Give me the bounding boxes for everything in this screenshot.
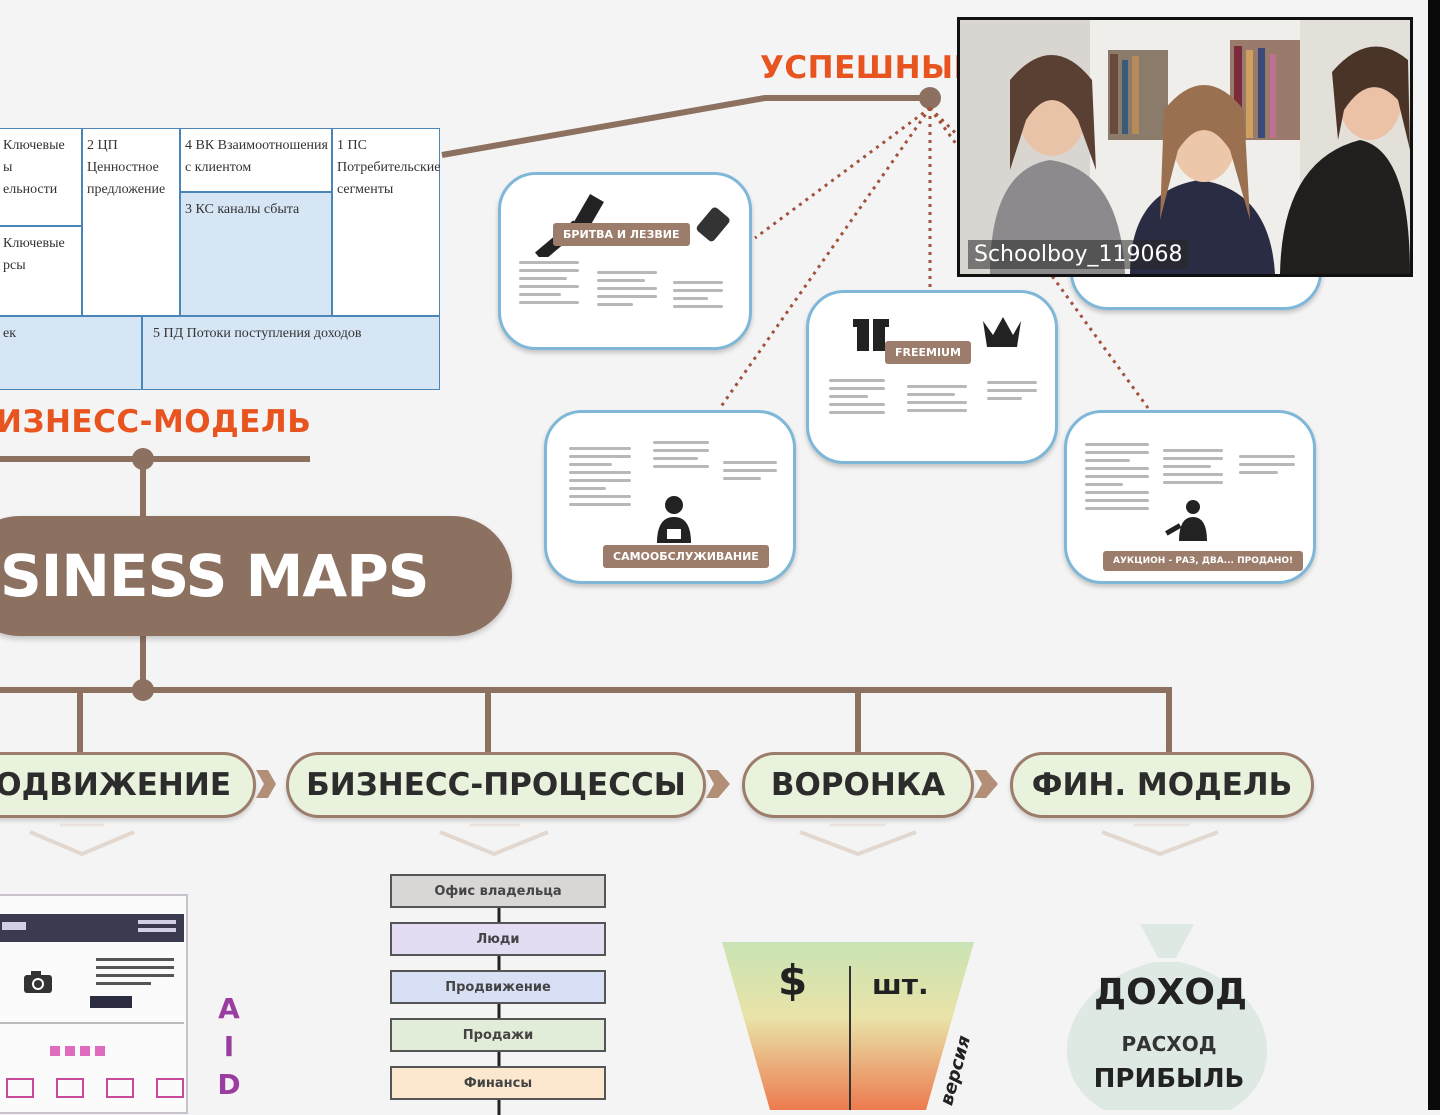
card-razor-blade[interactable]: БРИТВА И ЛЕЗВИЕ [498, 172, 752, 350]
process-promotion: Продвижение [390, 970, 606, 1004]
finance-income: ДОХОД [1094, 972, 1248, 1013]
person-at-desk-icon [657, 496, 691, 543]
razor-icon [534, 193, 730, 257]
stage-fin-model[interactable]: ФИН. МОДЕЛЬ [1010, 752, 1314, 818]
success-title: УСПЕШНЫЕ [760, 50, 976, 86]
card-tag: БРИТВА И ЛЕЗВИЕ [553, 223, 690, 246]
funnel-money-label: $ [778, 956, 808, 1005]
business-maps-banner: SINESS MAPS [0, 516, 512, 636]
webcam-video[interactable]: Schoolboy_119068 [957, 17, 1413, 277]
stage-business-processes[interactable]: БИЗНЕСС-ПРОЦЕССЫ [286, 752, 706, 818]
gift-crown-icon [853, 317, 1021, 351]
business-model-title: ИЗНЕСС-МОДЕЛЬ [0, 404, 312, 440]
finance-profit: ПРИБЫЛЬ [1093, 1064, 1245, 1094]
canvas-cell-customer-segments: 1 ПС Потребительские сегменты [332, 128, 440, 316]
webcam-scene [960, 20, 1410, 274]
stage-funnel[interactable]: ВОРОНКА [742, 752, 974, 818]
canvas-cell-revenue-streams: 5 ПД Потоки поступления доходов [142, 316, 440, 390]
process-owner-office: Офис владельца [390, 874, 606, 908]
auction-gavel-icon [1165, 500, 1207, 541]
canvas-cell-value-proposition: 2 ЦП Ценностное предложение [82, 128, 180, 316]
canvas-cell-key-resources: Ключевые рсы [0, 226, 82, 316]
webcam-username: Schoolboy_119068 [968, 240, 1189, 269]
canvas-cell-channels: 3 КС каналы сбыта [180, 192, 332, 316]
canvas-cell-costs: ек [0, 316, 142, 390]
landing-pager [50, 1046, 105, 1056]
landing-tiles [6, 1078, 184, 1098]
process-people: Люди [390, 922, 606, 956]
process-finance: Финансы [390, 1066, 606, 1100]
process-sales: Продажи [390, 1018, 606, 1052]
business-maps-title: SINESS MAPS [0, 542, 430, 610]
card-tag: АУКЦИОН - РАЗ, ДВА... ПРОДАНО! [1103, 551, 1304, 571]
finance-expense: РАСХОД [1121, 1032, 1217, 1056]
stage-promotion[interactable]: ОДВИЖЕНИЕ [0, 752, 256, 818]
card-tag: САМООБСЛУЖИВАНИЕ [603, 545, 769, 568]
money-bag-icon [1066, 924, 1268, 1110]
card-tag: FREEMIUM [885, 341, 971, 364]
funnel-units-label: шт. [872, 968, 929, 1001]
canvas-cell-customer-relations: 4 ВК Взаимоотношения с клиентом [180, 128, 332, 192]
sales-funnel [722, 942, 974, 1110]
landing-cta-button [90, 996, 132, 1008]
aida-letter: I [223, 1030, 235, 1063]
aida-letters: A I D [214, 990, 244, 1104]
camera-icon [24, 971, 52, 993]
canvas-cell-key-activities: Ключевые ы ельности [0, 128, 82, 226]
landing-header-bar [0, 914, 184, 942]
landing-sketch [0, 894, 188, 1114]
screen-edge [1428, 0, 1440, 1110]
aida-letter: D [217, 1068, 241, 1101]
card-auction[interactable]: АУКЦИОН - РАЗ, ДВА... ПРОДАНО! [1064, 410, 1316, 584]
card-self-service[interactable]: САМООБСЛУЖИВАНИЕ [544, 410, 796, 584]
card-freemium[interactable]: FREEMIUM [806, 290, 1058, 464]
aida-letter: A [218, 992, 240, 1025]
